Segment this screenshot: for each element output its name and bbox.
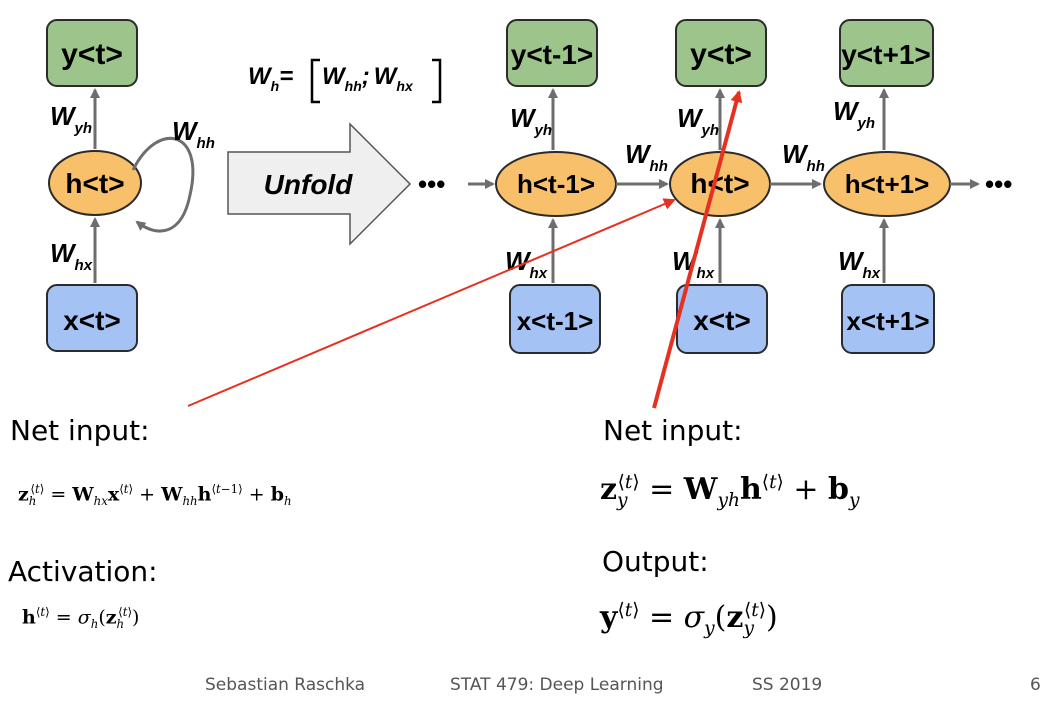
folded-input-box [46,284,138,352]
hidden-label-t-minus-1: h<t-1> [517,169,595,199]
footer-term: SS 2019 [752,675,823,695]
w-yh-t-minus-1: Wyh [510,103,552,139]
right-ellipsis: ••• [985,169,1012,199]
input-label-t-minus-1: x<t-1> [517,306,594,336]
wh-right-bracket [432,58,442,104]
folded-w-hx: Whx [50,238,93,274]
folded-w-yh: Wyh [50,101,92,137]
w-hh-t: Whh [782,139,825,175]
output-box-t-plus-1 [839,19,934,87]
equation-h: h⟨t⟩ = σh(zh⟨t⟩) [22,605,140,632]
folded-hidden-label: h<t> [65,168,124,199]
folded-output-box [46,19,138,87]
folded-recurrent-loop [131,136,195,233]
right-net-input-label: Net input: [603,414,743,447]
w-hx-t-plus-1: Whx [838,246,881,282]
equation-y: y⟨t⟩ = σy(zy⟨t⟩) [600,600,778,639]
folded-input-label: x<t> [63,305,121,336]
hidden-label-t: h<t> [690,168,749,199]
wh-definition-body: Whh;Whx [322,63,414,94]
unfold-arrow [227,122,412,246]
input-label-t-plus-1: x<t+1> [846,306,929,336]
output-label-t-plus-1: y<t+1> [841,39,931,70]
output-label: Output: [602,545,709,578]
wh-definition: Wh= [248,63,293,94]
input-box-t-minus-1 [509,284,601,354]
unfold-label: Unfold [264,169,354,200]
w-hh-t-minus-1: Whh [625,139,668,175]
output-label-t: y<t> [690,38,752,71]
w-yh-t-plus-1: Wyh [833,96,875,132]
equation-zy: zy⟨t⟩ = Wyhh⟨t⟩ + by [600,472,860,511]
annotation-arrow-net-input-y [652,90,743,409]
input-label-t: x<t> [693,305,751,336]
left-net-input-label: Net input: [10,414,150,447]
annotation-arrow-net-input-h [187,198,676,407]
footer-author: Sebastian Raschka [205,675,366,695]
output-box-t-minus-1 [506,19,598,87]
input-box-t-plus-1 [841,284,935,354]
left-ellipsis: ••• [418,169,445,199]
footer-course: STAT 479: Deep Learning [450,675,664,695]
folded-hidden-node [48,150,142,216]
equation-zh: zh⟨t⟩ = Whxx⟨t⟩ + Whhh⟨t−1⟩ + bh [18,482,292,509]
folded-output-label: y<t> [61,38,123,71]
footer-page-number: 6 [1030,675,1041,695]
hidden-label-t-plus-1: h<t+1> [845,169,930,199]
activation-label: Activation: [8,555,158,588]
folded-w-hh: Whh [172,116,215,152]
wh-left-bracket [310,58,320,104]
output-box-t [675,19,767,87]
output-label-t-minus-1: y<t-1> [511,39,594,70]
w-yh-t: Wyh [677,103,719,139]
w-hx-t-minus-1: Whx [505,246,548,282]
